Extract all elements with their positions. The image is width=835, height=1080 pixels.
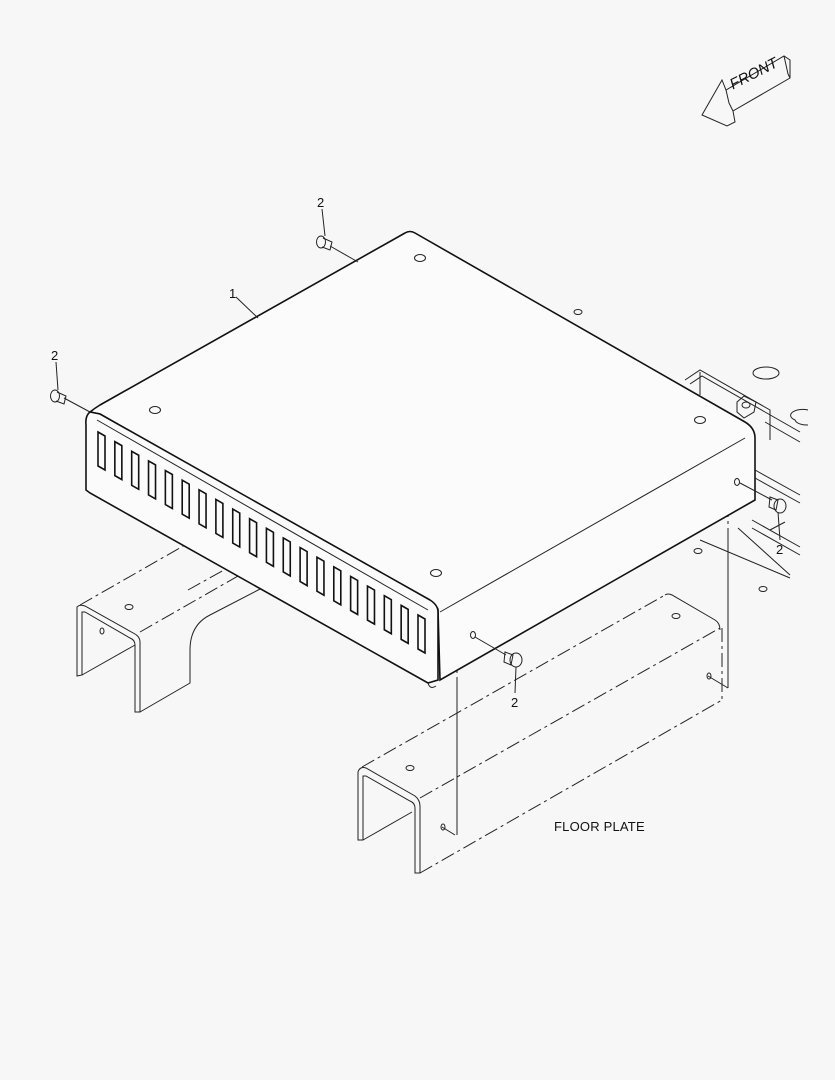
front-direction-arrow-icon: [701, 55, 791, 127]
screw-right: [739, 482, 787, 514]
callout-1: 1: [229, 286, 237, 301]
callout-2-front: 2: [511, 695, 519, 710]
vent-slot: [97, 430, 106, 472]
callout-2-top: 2: [317, 195, 325, 210]
floor-plate-bracket: [357, 593, 729, 874]
left-support-bracket: [76, 544, 263, 713]
callout-2-left: 2: [51, 348, 59, 363]
screw-left: [50, 389, 91, 413]
vent-slot: [248, 517, 258, 559]
screw-top-back: [316, 235, 359, 263]
vent-slot: [332, 565, 342, 607]
vent-slot: [231, 507, 241, 549]
vent-slot: [265, 526, 275, 568]
floor-plate-label: FLOOR PLATE: [554, 819, 645, 834]
vent-slot: [400, 603, 409, 645]
vent-slot: [383, 594, 393, 636]
vent-slot: [299, 546, 308, 587]
vent-slot: [316, 555, 325, 597]
vent-slots: [97, 430, 426, 655]
vent-slot: [198, 488, 207, 530]
vent-slot: [147, 459, 157, 501]
callout-leaders: [55, 208, 781, 694]
vent-slot: [181, 478, 191, 520]
vent-slot: [215, 498, 224, 539]
vent-slot: [164, 469, 174, 510]
vent-slot: [282, 536, 292, 578]
vent-slot: [130, 449, 140, 491]
vent-slot: [349, 575, 359, 616]
callout-2-right: 2: [776, 542, 784, 557]
vent-slot: [417, 613, 426, 655]
vent-slot: [114, 440, 123, 482]
cover-part-1: [85, 230, 756, 688]
background-frame-rails: [573, 309, 809, 592]
vent-slot: [366, 584, 376, 626]
